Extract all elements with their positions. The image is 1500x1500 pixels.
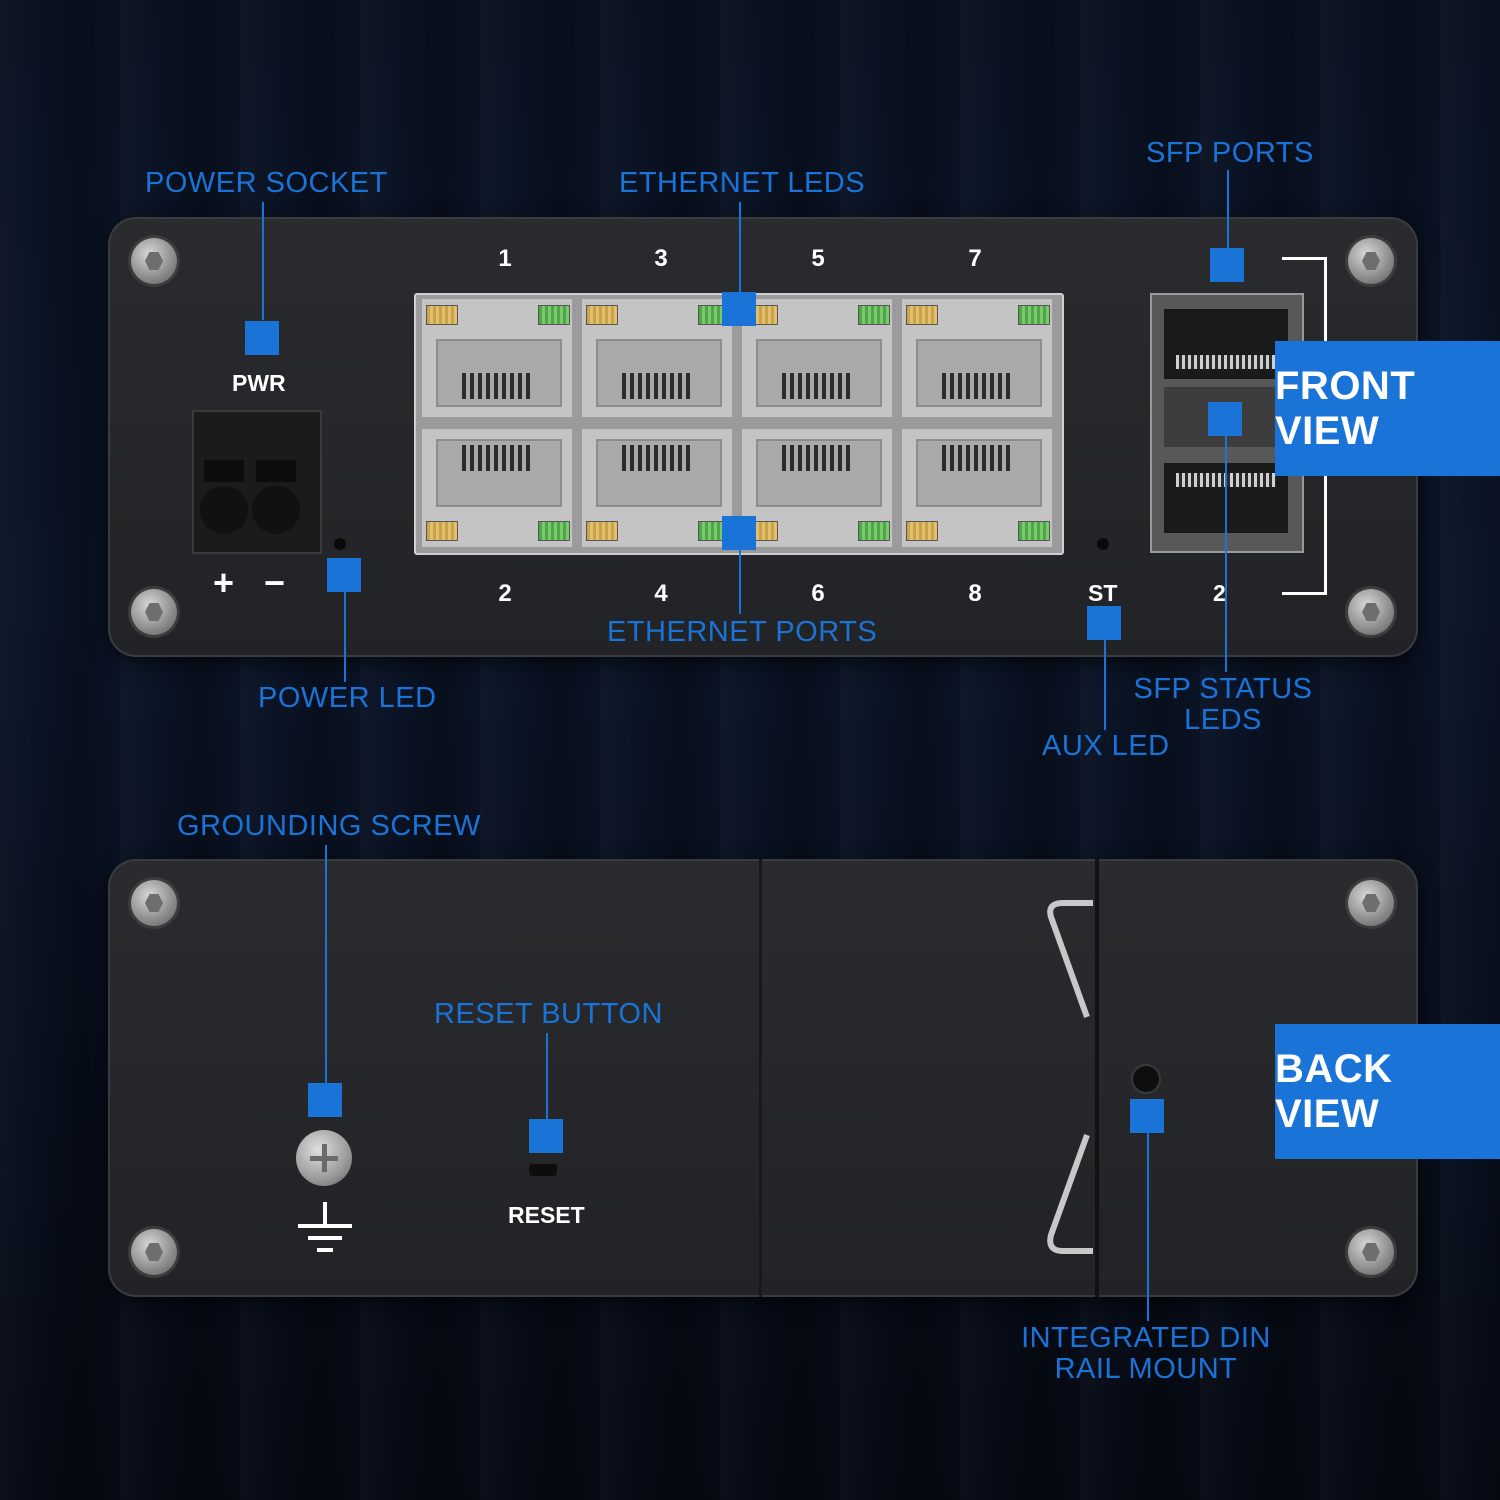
callout-ethernet-leds: ETHERNET LEDS	[619, 167, 866, 199]
din-rail-section	[1095, 859, 1099, 1297]
callout-power-led: POWER LED	[258, 682, 437, 714]
leader-line	[546, 1033, 548, 1119]
callout-sfp-status-leds: SFP STATUS LEDS	[1133, 673, 1313, 736]
leader-line	[1147, 1133, 1149, 1321]
ethernet-led	[538, 305, 570, 325]
screw-icon	[131, 1229, 177, 1275]
port-number: 8	[968, 580, 982, 607]
callout-aux-led: AUX LED	[1042, 730, 1170, 762]
port-number: 3	[654, 245, 668, 272]
callout-marker	[529, 1119, 563, 1153]
callout-marker	[722, 292, 756, 326]
callout-marker	[1087, 606, 1121, 640]
callout-din-rail-mount: INTEGRATED DIN RAIL MOUNT	[1021, 1322, 1271, 1385]
front-view-label: FRONT VIEW	[1275, 341, 1500, 476]
ethernet-port[interactable]	[902, 429, 1052, 547]
leader-line	[1227, 170, 1229, 248]
grounding-screw-icon	[296, 1130, 352, 1186]
din-rail-hole	[1133, 1066, 1159, 1092]
port-number: 2	[498, 580, 512, 607]
ethernet-led	[858, 521, 890, 541]
ethernet-port[interactable]	[582, 429, 732, 547]
ethernet-port[interactable]	[582, 299, 732, 417]
leader-line	[1104, 640, 1106, 730]
screw-icon	[1348, 238, 1394, 284]
port-number: 1	[498, 245, 512, 272]
ethernet-port[interactable]	[422, 299, 572, 417]
leader-line	[262, 202, 264, 320]
ethernet-led	[1018, 305, 1050, 325]
ethernet-led	[1018, 521, 1050, 541]
ethernet-port-block	[414, 293, 1064, 555]
ethernet-led	[538, 521, 570, 541]
power-led	[334, 538, 346, 550]
screw-icon	[131, 880, 177, 926]
port-number: 6	[811, 580, 825, 607]
st-label: ST	[1088, 580, 1118, 606]
callout-marker	[1130, 1099, 1164, 1133]
reset-button[interactable]	[529, 1164, 557, 1176]
ethernet-port[interactable]	[742, 429, 892, 547]
screw-icon	[131, 238, 177, 284]
ethernet-led	[906, 521, 938, 541]
callout-power-socket: POWER SOCKET	[145, 167, 388, 199]
ethernet-port[interactable]	[422, 429, 572, 547]
ethernet-led	[858, 305, 890, 325]
callout-grounding-screw: GROUNDING SCREW	[177, 810, 481, 842]
callout-sfp-ports: SFP PORTS	[1146, 137, 1314, 169]
aux-led	[1097, 538, 1109, 550]
port-number: 5	[811, 245, 825, 272]
screw-icon	[1348, 880, 1394, 926]
port-number: 4	[654, 580, 668, 607]
ethernet-port[interactable]	[902, 299, 1052, 417]
leader-line	[344, 592, 346, 682]
plus-label: +	[213, 562, 235, 603]
screw-icon	[1348, 1229, 1394, 1275]
callout-marker	[722, 516, 756, 550]
ethernet-led	[906, 305, 938, 325]
screw-icon	[131, 589, 177, 635]
leader-line	[739, 550, 741, 614]
leader-line	[325, 845, 327, 1083]
ethernet-led	[426, 305, 458, 325]
callout-reset-button: RESET BUTTON	[434, 998, 663, 1030]
minus-label: −	[264, 562, 286, 603]
ground-symbol-icon	[298, 1202, 352, 1252]
callout-marker	[1208, 402, 1242, 436]
ethernet-led	[426, 521, 458, 541]
pwr-label: PWR	[232, 370, 286, 396]
reset-label: RESET	[508, 1202, 585, 1228]
ethernet-port[interactable]	[742, 299, 892, 417]
callout-ethernet-ports: ETHERNET PORTS	[607, 616, 878, 648]
callout-marker	[327, 558, 361, 592]
leader-line	[739, 202, 741, 292]
power-terminal	[192, 410, 322, 554]
callout-marker	[245, 321, 279, 355]
leader-line	[1225, 436, 1227, 672]
port-number: 7	[968, 245, 982, 272]
din-rail-clip-icon	[1047, 900, 1093, 1254]
back-view-label: BACK VIEW	[1275, 1024, 1500, 1159]
panel-seam	[759, 859, 762, 1297]
ethernet-led	[586, 521, 618, 541]
sfp-port[interactable]	[1164, 309, 1288, 379]
screw-icon	[1348, 589, 1394, 635]
ethernet-led	[586, 305, 618, 325]
sfp-number: 2	[1213, 580, 1226, 606]
callout-marker	[1210, 248, 1244, 282]
callout-marker	[308, 1083, 342, 1117]
